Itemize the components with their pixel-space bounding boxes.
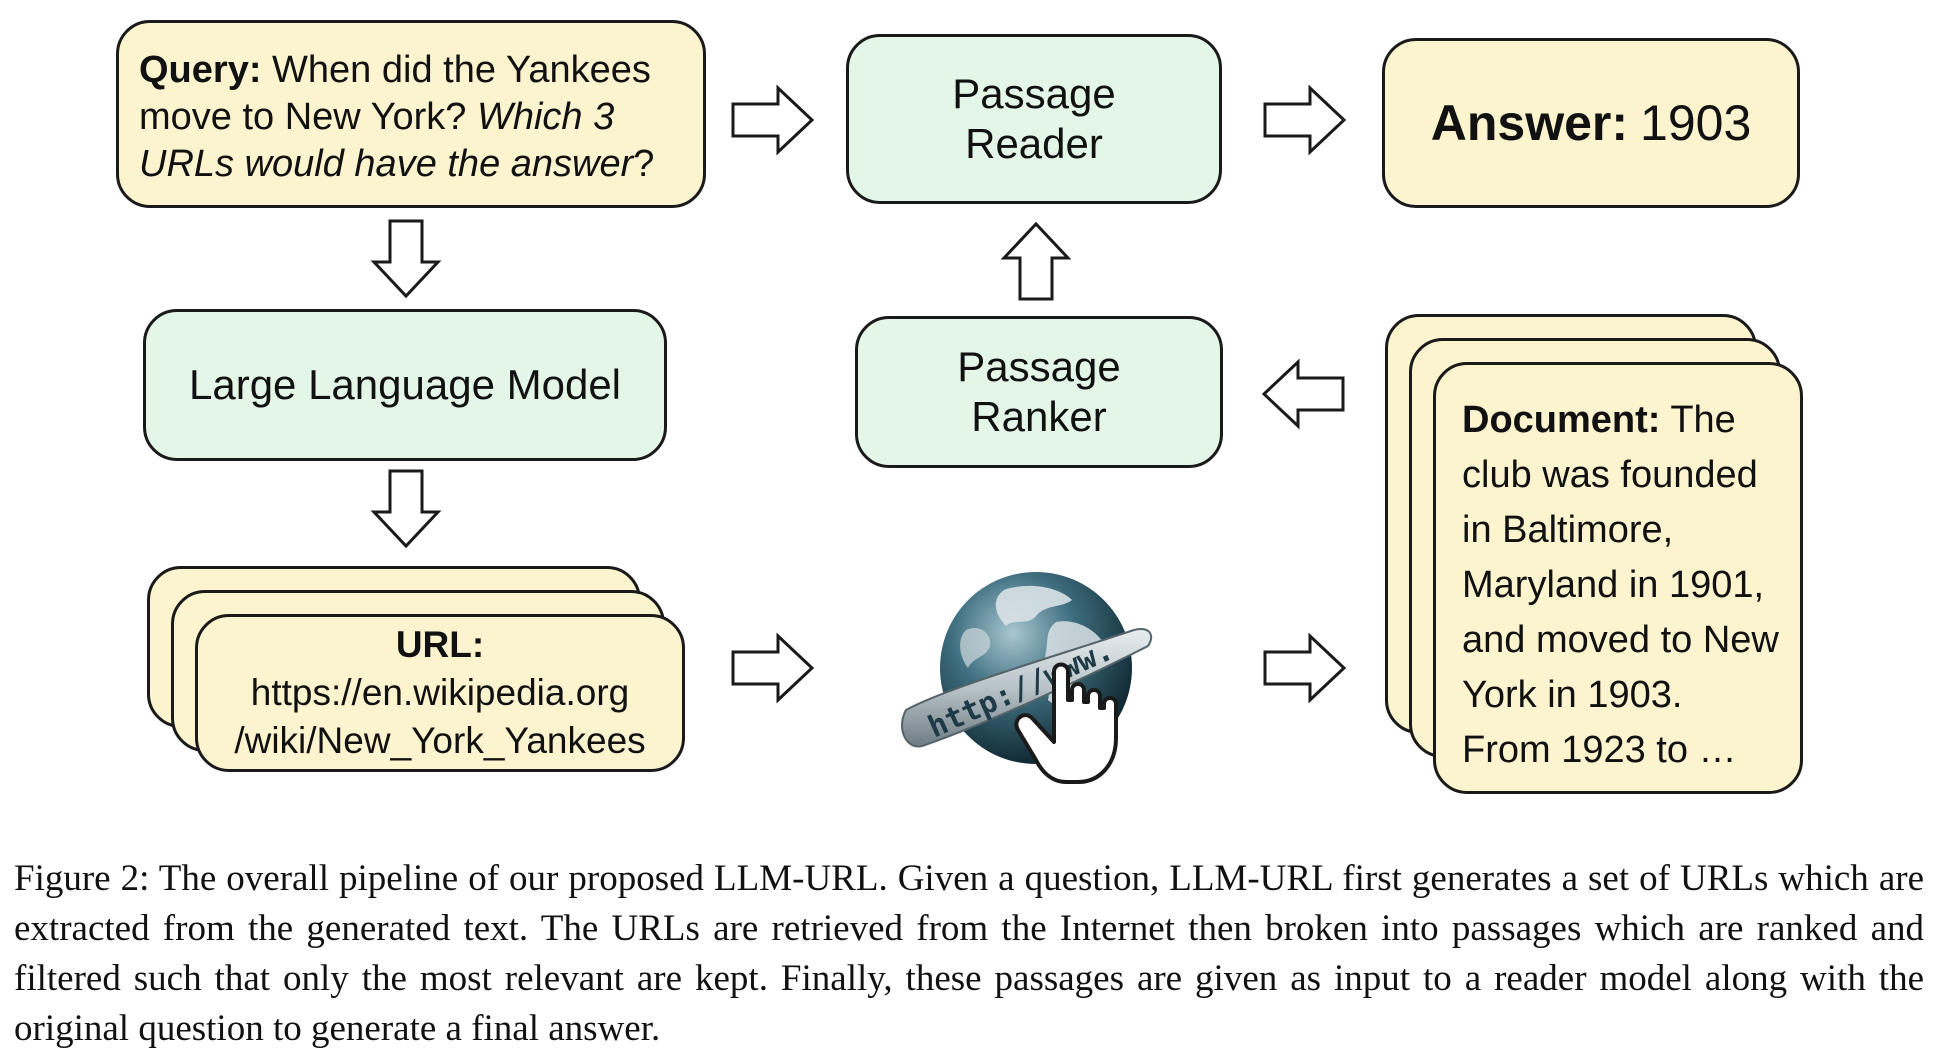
arrow-down-llm-to-url	[370, 469, 442, 549]
url-label: URL:	[395, 624, 485, 665]
llm-label: Large Language Model	[188, 361, 622, 408]
arrow-right-reader-to-answer	[1263, 84, 1347, 156]
arrow-right-query-to-reader	[731, 84, 815, 156]
answer-value: 1903	[1640, 95, 1752, 151]
arrow-up-ranker-to-reader	[1000, 221, 1072, 301]
arrow-right-web-to-document	[1263, 632, 1347, 704]
query-text-end: ?	[633, 143, 655, 185]
document-text: The club was founded in Baltimore, Maryl…	[1462, 399, 1779, 771]
passage-ranker-box: Passage Ranker	[855, 316, 1223, 468]
query-text: When did the Yankees move to New York?	[139, 49, 651, 138]
figure-caption: Figure 2: The overall pipeline of our pr…	[14, 858, 1924, 1049]
globe-www-icon: http://www.	[901, 572, 1153, 784]
query-italic-text: Which 3 URLs would have the answer	[139, 96, 634, 185]
url-box: URL: https://en.wikipedia.org /wiki/New_…	[195, 614, 685, 772]
passage-reader-label: Passage Reader	[952, 70, 1116, 167]
llm-box: Large Language Model	[143, 309, 667, 461]
answer-box: Answer:1903	[1382, 38, 1800, 208]
answer-label: Answer:	[1430, 95, 1629, 151]
passage-ranker-label: Passage Ranker	[957, 343, 1121, 440]
url-value: https://en.wikipedia.org /wiki/New_York_…	[234, 672, 646, 761]
arrow-right-url-to-web	[731, 632, 815, 704]
arrow-left-document-to-ranker	[1261, 358, 1345, 430]
arrow-down-query-to-llm	[370, 219, 442, 299]
document-box: Document: The club was founded in Baltim…	[1433, 362, 1803, 794]
document-label: Document:	[1462, 399, 1661, 441]
query-box: Query: When did the Yankees move to New …	[116, 20, 706, 208]
query-label: Query:	[139, 49, 262, 91]
passage-reader-box: Passage Reader	[846, 34, 1222, 204]
